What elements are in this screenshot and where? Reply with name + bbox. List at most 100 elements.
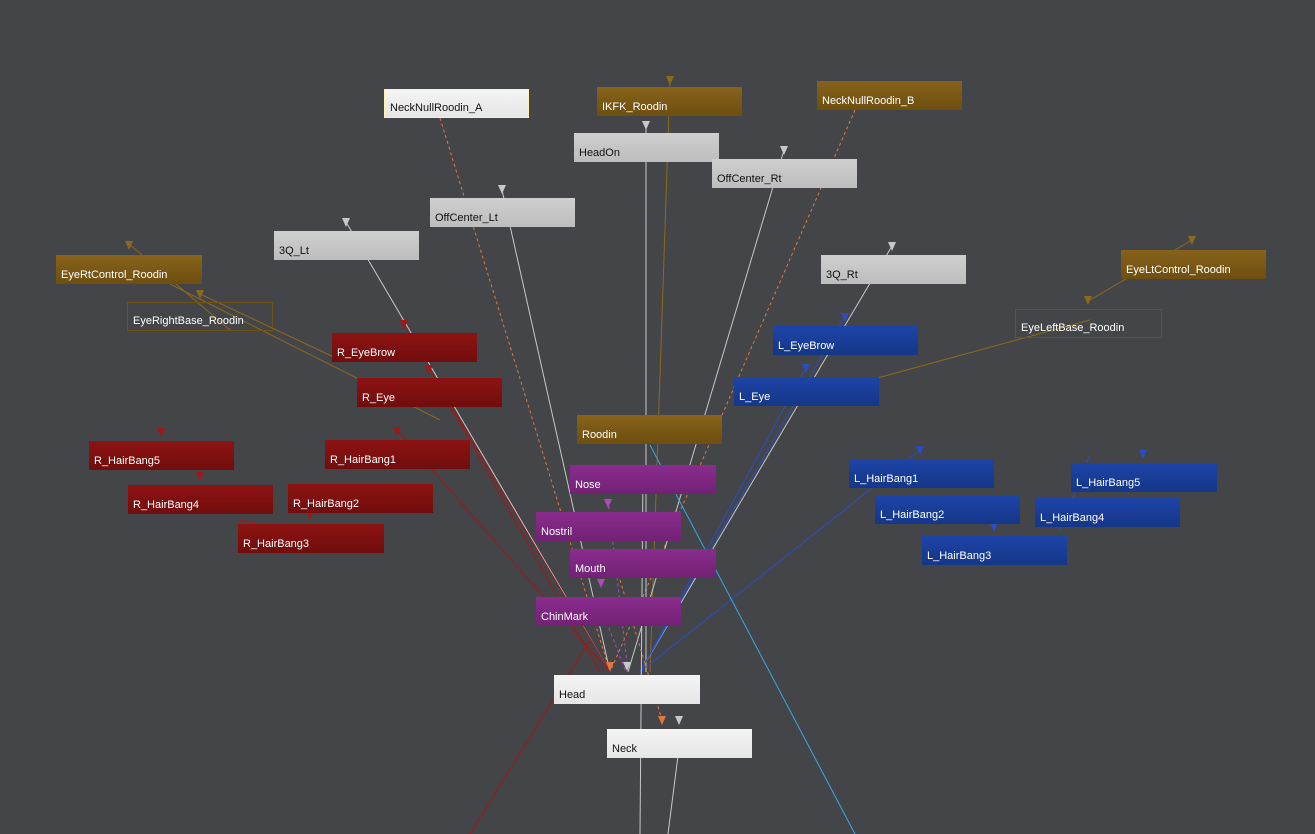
node-nostril[interactable]: Nostril (536, 512, 681, 541)
node-label: R_HairBang2 (293, 498, 360, 510)
node-label: Nose (575, 479, 601, 491)
node-mouth[interactable]: Mouth (570, 549, 716, 578)
node-label: EyeRightBase_Roodin (133, 315, 244, 327)
node-r-hairbang5[interactable]: R_HairBang5 (89, 441, 234, 470)
node-label: OffCenter_Rt (717, 173, 782, 185)
node-r-hairbang1[interactable]: R_HairBang1 (325, 440, 470, 469)
node-3q-rt[interactable]: 3Q_Rt (821, 255, 966, 284)
node-label: L_EyeBrow (778, 340, 835, 352)
wire-4 (627, 149, 785, 673)
node-l-hairbang3[interactable]: L_HairBang3 (922, 536, 1067, 565)
wire-arrow-7 (1188, 236, 1196, 245)
node-r-eye[interactable]: R_Eye (357, 378, 502, 407)
node-label: R_HairBang4 (133, 499, 200, 511)
node-l-hairbang5[interactable]: L_HairBang5 (1071, 463, 1217, 492)
wire-arrow-14 (157, 428, 165, 437)
node-label: Mouth (575, 563, 606, 575)
node-eye-rt-control-roodin[interactable]: EyeRtControl_Roodin (56, 255, 202, 284)
node-label: OffCenter_Lt (435, 212, 498, 224)
node-label: R_HairBang1 (330, 454, 397, 466)
node-label: L_HairBang5 (1076, 477, 1141, 489)
wire-arrow-5 (888, 242, 896, 251)
node-neck-null-roodin-a[interactable]: NeckNullRoodin_A (384, 89, 529, 118)
wire-24 (607, 499, 629, 673)
wire-arrow-18 (916, 446, 924, 455)
wire-5 (501, 189, 611, 673)
wire-arrow-11 (425, 365, 433, 374)
node-l-eye[interactable]: L_Eye (734, 377, 879, 406)
node-r-hairbang4[interactable]: R_HairBang4 (128, 485, 273, 514)
node-label: L_HairBang4 (1040, 512, 1105, 524)
node-label: L_Eye (739, 391, 771, 403)
node-label: L_HairBang1 (854, 473, 919, 485)
node-chinmark[interactable]: ChinMark (536, 597, 681, 626)
wire-arrow-12 (841, 313, 849, 322)
wire-arrow-22 (623, 662, 631, 671)
wire-arrow-26 (597, 579, 605, 588)
wire-arrow-9 (1084, 296, 1092, 305)
node-eye-lt-control-roodin[interactable]: EyeLtControl_Roodin (1121, 250, 1266, 279)
node-label: Neck (612, 743, 638, 755)
wire-7 (639, 245, 893, 673)
node-ikfk-roodin[interactable]: IKFK_Roodin (597, 87, 742, 116)
node-3q-lt[interactable]: 3Q_Lt (274, 231, 419, 260)
node-neck[interactable]: Neck (607, 729, 752, 758)
node-label: Head (559, 689, 586, 701)
node-neck-null-roodin-b[interactable]: NeckNullRoodin_B (817, 81, 962, 110)
wire-arrow-16 (196, 472, 204, 481)
node-l-hairbang1[interactable]: L_HairBang1 (849, 459, 994, 488)
node-label: L_HairBang3 (927, 550, 992, 562)
node-label: R_Eye (362, 392, 396, 404)
node-roodin[interactable]: Roodin (577, 415, 722, 444)
node-label: ChinMark (541, 611, 589, 623)
wire-arrow-19 (990, 523, 998, 532)
node-r-eyebrow[interactable]: R_EyeBrow (332, 333, 477, 362)
wire-arrow-6 (125, 241, 133, 250)
node-label: NeckNullRoodin_B (822, 95, 915, 107)
node-head-on[interactable]: HeadOn (574, 133, 719, 162)
wire-arrow-17 (306, 511, 314, 520)
node-nose[interactable]: Nose (570, 465, 716, 494)
wire-arrow-4 (342, 218, 350, 227)
wire-16 (469, 639, 591, 834)
wire-1 (609, 109, 856, 673)
node-label: EyeLeftBase_Roodin (1021, 322, 1125, 334)
node-r-hairbang2[interactable]: R_HairBang2 (288, 484, 433, 513)
wire-arrow-8 (196, 290, 204, 299)
node-label: 3Q_Lt (279, 245, 309, 257)
node-off-center-rt[interactable]: OffCenter_Rt (712, 159, 857, 188)
node-l-hairbang2[interactable]: L_HairBang2 (875, 495, 1020, 524)
wire-arrow-2 (780, 146, 788, 155)
node-label: L_HairBang2 (880, 509, 945, 521)
wire-arrow-25 (604, 499, 612, 508)
node-label: HeadOn (579, 147, 620, 159)
wire-26 (239, 519, 261, 525)
node-label: R_HairBang5 (94, 455, 161, 467)
node-l-eyebrow[interactable]: L_EyeBrow (773, 326, 918, 355)
node-eye-right-base-roodin[interactable]: EyeRightBase_Roodin (127, 302, 273, 331)
node-label: IKFK_Roodin (602, 101, 668, 113)
wire-arrow-23 (658, 716, 666, 725)
node-label: Roodin (582, 429, 617, 441)
node-label: R_EyeBrow (337, 347, 396, 359)
wire-arrow-15 (393, 427, 401, 436)
wire-2 (649, 79, 671, 673)
node-r-hairbang3[interactable]: R_HairBang3 (238, 524, 384, 553)
node-off-center-lt[interactable]: OffCenter_Lt (430, 198, 575, 227)
wire-arrow-1 (642, 121, 650, 130)
node-label: 3Q_Rt (826, 269, 858, 281)
wire-12 (199, 293, 341, 361)
node-label: Nostril (541, 526, 573, 538)
node-eye-left-base-roodin[interactable]: EyeLeftBase_Roodin (1015, 309, 1162, 338)
node-label: R_HairBang3 (243, 538, 310, 550)
node-label: EyeLtControl_Roodin (1126, 264, 1231, 276)
wire-arrow-20 (1139, 450, 1147, 459)
node-l-hairbang4[interactable]: L_HairBang4 (1035, 498, 1180, 527)
wire-arrow-24 (675, 716, 683, 725)
node-head[interactable]: Head (554, 675, 700, 704)
wire-arrow-3 (498, 185, 506, 194)
wire-arrow-10 (400, 320, 408, 329)
wire-arrow-21 (606, 662, 614, 671)
wire-20 (649, 444, 856, 834)
